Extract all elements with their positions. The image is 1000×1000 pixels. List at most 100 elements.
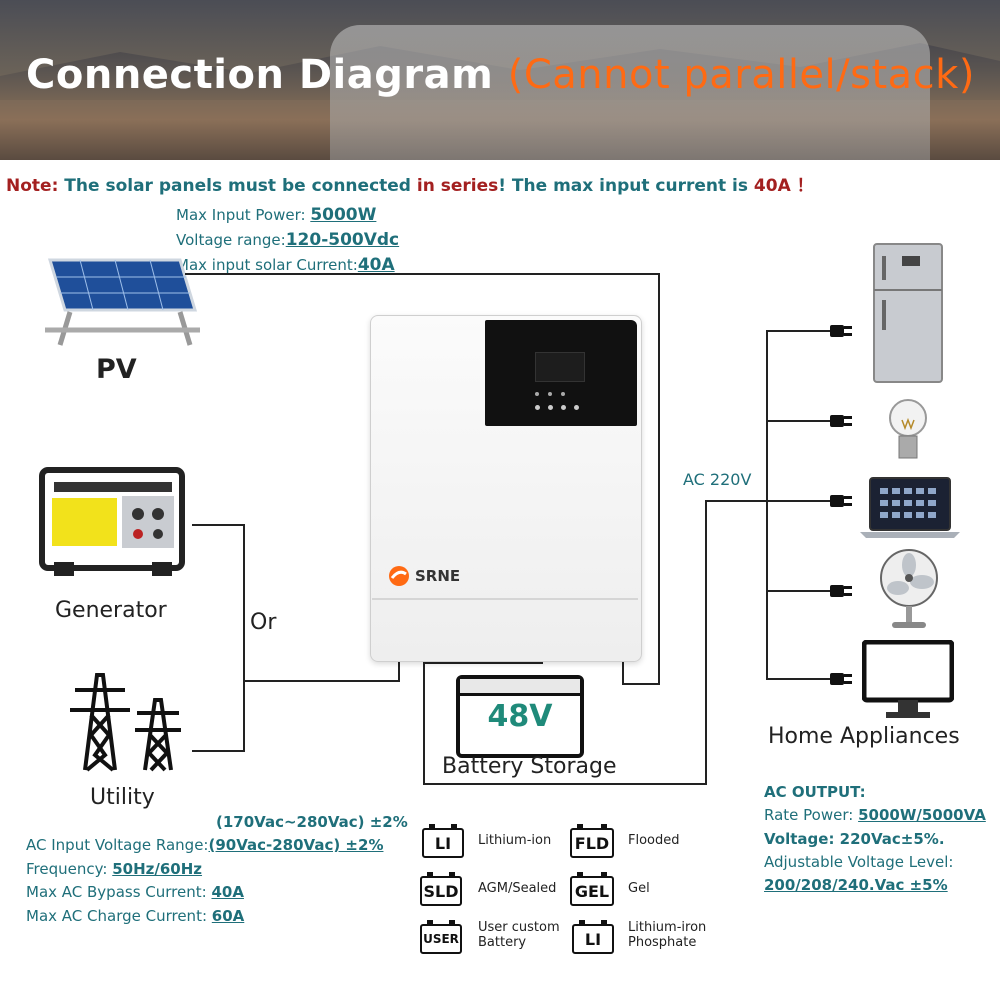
utility-label: Utility [90,785,155,810]
pv-voltage-value: 120-500Vdc [285,230,400,250]
battery-type-agm: AGM/Sealed [478,881,557,896]
ac-frequency-value: 50Hz/60Hz [112,860,203,878]
utility-tower-icon [70,673,181,772]
solar-panel-icon [45,258,200,346]
ac-output-rate-label: Rate Power: [764,806,854,824]
battery-voltage: 48V [487,699,553,734]
pv-wire-h [185,273,660,275]
pv-current-spec: Max input solar Current:40A [176,255,395,275]
appliance-branch-5 [766,678,834,680]
battery-type-user: User custom Battery [478,920,560,950]
note-text2: ! The max input current is [498,176,748,196]
generator-label: Generator [55,598,167,623]
battery-type-badge-sld: SLD [420,872,462,906]
note-prefix: Note: [6,176,59,196]
fan-icon [880,549,938,628]
ac-charge-label: Max AC Charge Current: [26,907,208,925]
battery-type-gel: Gel [628,881,650,896]
plug-icon [830,325,852,337]
pv-voltage-label: Voltage range: [176,231,286,249]
appliance-branch-3 [766,500,834,502]
ac-range-spec: AC Input Voltage Range:(90Vac-280Vac) ±2… [26,836,383,854]
gen-wire-h [192,524,244,526]
utility-wire-h [192,750,244,752]
ac-bypass-spec: Max AC Bypass Current: 40A [26,883,244,901]
appliance-branch-4 [766,590,834,592]
home-appliances-label: Home Appliances [768,724,960,749]
ac-output-adj-value: 200/208/240.Vac ±5% [764,876,948,894]
pv-wire-v [658,273,660,685]
pv-power-spec: Max Input Power: 5000W [176,205,376,225]
light-bulb-icon [889,399,927,459]
ac-output-title: AC OUTPUT: [764,783,866,801]
battery-type-lifepo4: Lithium-iron Phosphate [628,920,707,950]
output-wire-bottom [423,783,706,785]
ac-charge-value: 60A [211,907,245,925]
plug-icon [830,495,852,507]
battery-type-badge-fld: FLD [570,824,614,858]
battery-label: Battery Storage [442,754,617,779]
ac-output-voltage-label: Voltage: [764,830,835,848]
battery-type-badge-li: LI [422,824,464,858]
note-emph2: 40A [753,176,791,196]
status-leds [535,392,595,397]
battery-icon: 48V [456,675,584,758]
ac-output-adj-value-wrap: 200/208/240.Vac ±5% [764,876,948,894]
input-wire-stub [398,660,400,682]
plug-icon [830,585,852,597]
ac-range-value2: (90Vac-280Vac) ±2% [208,836,384,854]
monitor-icon [862,640,954,718]
inverter-seam [372,598,638,600]
ac-range-label: AC Input Voltage Range: [26,836,209,854]
pv-wire-stub [622,660,624,685]
plug-icon [830,415,852,427]
title-text: Connection Diagram [26,52,494,98]
page-title: Connection Diagram (Cannot parallel/stac… [26,52,975,98]
output-wire-h [705,500,767,502]
pv-power-value: 5000W [310,205,377,225]
note-line: Note: The solar panels must be connected… [6,171,814,196]
ac-220v-label: AC 220V [683,470,752,489]
generator-icon [39,467,185,576]
note-text1: The solar panels must be connected [64,176,411,196]
inverter-buttons [535,405,595,410]
battery-wire-left [423,662,425,785]
refrigerator-icon [873,243,943,383]
title-subtitle: (Cannot parallel/stack) [507,52,975,98]
battery-type-badge-user: USER [420,920,462,954]
pv-label: PV [96,354,137,385]
battery-type-flooded: Flooded [628,833,680,848]
pv-power-label: Max Input Power: [176,206,306,224]
plug-icon [830,673,852,685]
pv-current-label: Max input solar Current: [176,256,358,274]
laptop-icon [860,477,960,538]
battery-type-lithium-ion: Lithium-ion [478,833,552,848]
battery-type-badge-gel: GEL [570,872,614,906]
note-suffix: ！ [796,176,814,196]
ac-output-rate-value: 5000W/5000VA [858,806,986,824]
input-wire-to-inverter [243,680,400,682]
ac-frequency-spec: Frequency: 50Hz/60Hz [26,860,202,878]
pv-current-value: 40A [357,255,395,275]
pv-wire-end [622,683,660,685]
ac-range-value1: (170Vac~280Vac) ±2% [216,813,408,831]
note-emph1: in series [416,176,499,196]
ac-output-rate: Rate Power: 5000W/5000VA [764,806,986,824]
output-wire-v [705,500,707,785]
ac-bypass-label: Max AC Bypass Current: [26,883,207,901]
inverter-display [485,320,637,426]
or-label: Or [250,610,277,635]
ac-output-voltage-value: 220Vac±5%. [839,830,945,848]
ac-bypass-value: 40A [211,883,244,901]
pv-voltage-spec: Voltage range:120-500Vdc [176,230,399,250]
srne-logo-icon [389,566,409,586]
ac-output-adj-label: Adjustable Voltage Level: [764,853,954,871]
ac-charge-spec: Max AC Charge Current: 60A [26,907,244,925]
input-wire-v [243,524,245,752]
ac-output-voltage: Voltage: 220Vac±5%. [764,830,945,848]
header-rv-image [330,25,930,160]
appliance-branch-1 [766,330,834,332]
inverter-brand: SRNE [415,567,461,585]
battery-wire-top [423,662,543,664]
appliance-bus [766,330,768,680]
